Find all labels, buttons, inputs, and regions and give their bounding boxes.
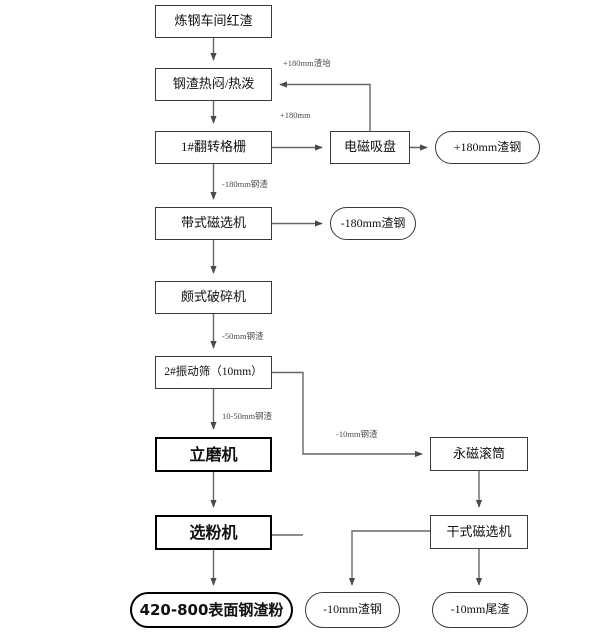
node-label: -10mm渣钢 [323,602,382,617]
edge-label-el2: +180mm [280,110,311,120]
node-n15[interactable]: -10mm渣钢 [305,592,400,628]
node-label: 干式磁选机 [446,523,512,539]
node-n10[interactable]: 立磨机 [155,437,272,472]
node-label: 颇式破碎机 [180,289,246,305]
node-n1[interactable]: 炼钢车间红渣 [155,5,272,38]
node-n4[interactable]: 电磁吸盘 [330,131,410,164]
node-label: 钢渣热闷/热泼 [172,76,255,92]
node-n13[interactable]: 干式磁选机 [430,515,528,549]
node-n6[interactable]: 带式磁选机 [155,207,272,240]
node-label: 1#翻转格栅 [180,139,246,155]
node-n3[interactable]: 1#翻转格栅 [155,131,272,164]
node-label: -10mm尾渣 [450,602,510,617]
node-n11[interactable]: 选粉机 [155,515,272,550]
node-label: 立磨机 [189,444,238,464]
node-label: 420-800表面钢渣粉 [139,600,284,619]
node-label: +180mm渣钢 [453,139,522,154]
edge-label-el3: -180mm钢渣 [222,179,268,189]
edge-label-el1: +180mm渣坮 [283,58,331,68]
edge-label-el4: -50mm钢渣 [222,331,264,341]
node-n5[interactable]: +180mm渣钢 [435,131,540,164]
node-n16[interactable]: -10mm尾渣 [432,592,528,628]
node-label: 电磁吸盘 [343,139,396,155]
node-n7[interactable]: -180mm渣钢 [330,207,416,240]
node-label: -180mm渣钢 [340,215,406,230]
edge-dry-separator-to-minus10-steel [348,530,430,586]
node-label: 2#振动筛（10mm） [164,366,263,379]
node-n8[interactable]: 颇式破碎机 [155,281,272,314]
edge-label-el6: -10mm钢渣 [336,429,378,439]
node-label: 永磁滚筒 [452,445,505,461]
edge-magnet-feedback-to-hot-stuffy [279,81,371,131]
edge-vibrating-screen-to-magnetic-drum [272,371,423,458]
node-n12[interactable]: 永磁滚筒 [430,437,528,471]
node-n2[interactable]: 钢渣热闷/热泼 [155,68,272,101]
edge-label-el5: 10-50mm钢渣 [222,411,273,421]
node-n9[interactable]: 2#振动筛（10mm） [155,356,272,389]
node-label: 炼钢车间红渣 [174,13,253,29]
node-label: 选粉机 [189,522,238,542]
node-label: 带式磁选机 [180,215,246,231]
node-n14[interactable]: 420-800表面钢渣粉 [130,592,293,628]
